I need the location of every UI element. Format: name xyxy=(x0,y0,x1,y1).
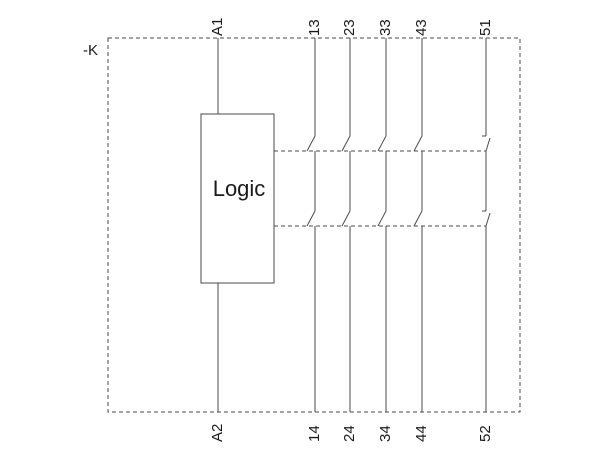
logic-label: Logic xyxy=(213,176,266,201)
contact-blade xyxy=(306,135,316,152)
device-label: -K xyxy=(83,42,98,59)
device-boundary xyxy=(107,37,521,413)
terminal-label-34: 34 xyxy=(377,425,394,442)
contact-blade xyxy=(413,210,423,227)
contact-blade xyxy=(413,135,423,152)
contacts-group: 13 14 23 24 33 34 43 44 51 52 xyxy=(306,19,494,442)
contact-13: 13 14 xyxy=(306,19,323,442)
terminal-label-33: 33 xyxy=(377,19,394,36)
logic-block xyxy=(200,113,275,284)
terminal-label-23: 23 xyxy=(341,19,358,36)
terminal-label-44: 44 xyxy=(413,425,430,442)
contact-23: 23 24 xyxy=(341,19,358,442)
terminal-label-51: 51 xyxy=(477,19,494,36)
contact-blade xyxy=(341,210,351,227)
contact-43: 43 44 xyxy=(413,19,430,442)
terminal-label-a2: A2 xyxy=(209,424,226,442)
contact-blade xyxy=(485,137,491,152)
contact-blade xyxy=(377,135,387,152)
terminal-label-14: 14 xyxy=(306,425,323,442)
terminal-label-52: 52 xyxy=(477,425,494,442)
contact-blade xyxy=(341,135,351,152)
contact-33: 33 34 xyxy=(377,19,394,442)
terminal-label-43: 43 xyxy=(413,19,430,36)
contact-blade xyxy=(306,210,316,227)
terminal-label-24: 24 xyxy=(341,425,358,442)
contact-blade xyxy=(485,212,491,227)
terminal-label-a1: A1 xyxy=(209,18,226,36)
terminal-label-13: 13 xyxy=(306,19,323,36)
contact-blade xyxy=(377,210,387,227)
contact-51: 51 52 xyxy=(477,19,494,442)
